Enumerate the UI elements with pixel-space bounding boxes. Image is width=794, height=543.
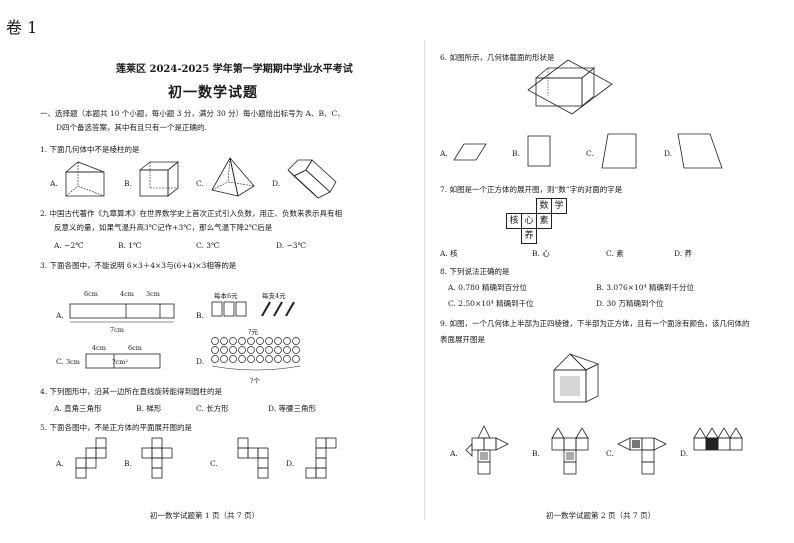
q3-option-b-label: B. [196,311,204,320]
q5-option-d-label: D. [286,459,295,468]
q7-option-b: B. 心 [532,249,550,258]
q2-option-d: D. −3℃ [276,241,306,250]
q9c-net-figure [617,437,667,475]
q3a-3cm: 3cm [146,290,160,298]
question-8: 8. 下列说法正确的是 [440,267,510,276]
q6b-rectangle [527,135,551,167]
q9d-net-figure [693,427,743,451]
q6c-trapezoid [601,133,637,169]
q5-option-a-label: A. [56,459,64,468]
q1-option-c-label: C. [196,179,204,188]
q8-option-c: C. 2.50×10⁴ 精确到千位 [448,299,534,308]
q6-option-a-label: A. [440,149,448,158]
exam-header: 莲莱区 2024-2025 学年第一学期期中学业水平考试 [116,64,353,75]
q2-option-a: A. −2℃ [54,241,84,250]
net-cell-xue: 学 [551,198,567,214]
q6-option-b-label: B. [512,149,520,158]
q7-option-c: C. 素 [606,249,624,258]
q9-option-d-label: D. [680,449,689,458]
page-1-footer: 初一数学试题第 1 页（共 7 页） [150,511,260,520]
q2-option-c: C. 3℃ [196,241,220,250]
question-9-line-1: 9. 如图，一个几何体上半部为正四棱锥，下半部为正方体，且有一个面涂有颜色，该几… [440,319,750,328]
q8-option-d: D. 30 万精确到个位 [596,299,664,308]
q3a-4cm: 4cm [120,290,134,298]
question-2-line-2: 反意义的量，如果气温升高3℃记作+3℃，那么气温下降2℃后是 [54,223,273,232]
q9-house-solid-figure [553,353,600,403]
question-2-line-1: 2. 中国古代著作《九章算术》在世界数学史上首次正式引入负数，用正、负数来表示具… [40,209,343,218]
net-cell-he: 核 [506,213,522,229]
q3d-circles-figure [211,337,301,371]
question-6: 6. 如图所示，几何体截面的形状是 [440,53,555,62]
q1-option-a-label: A. [50,179,58,188]
q4-option-b: B. 梯形 [136,404,162,413]
q3d-count: ?个 [250,377,260,385]
q3b-total: ?元 [248,328,258,336]
q8-option-b: B. 3.076×10⁴ 精确到千分位 [596,283,694,292]
q8-option-a: A. 0.780 精确到百分位 [448,283,528,292]
page-divider [424,40,425,520]
triangular-prism-figure [64,161,105,197]
q5c-net-figure [237,437,269,479]
q3b-books-pens-figure [211,301,295,317]
question-9-line-2: 表面展开图是 [440,335,485,344]
q9b-net-figure [551,427,589,475]
page-title: 初一数学试题 [168,85,258,101]
q7-option-d: D. 养 [674,249,693,258]
question-1: 1. 下面几何体中不是棱柱的是 [40,145,140,154]
q6-cut-solid-figure [527,59,613,115]
q4-option-c: C. 长方形 [196,404,229,413]
section-instructions-1: 一、选择题（本题共 10 个小题，每小题 3 分，满分 30 分）每小题给出标号… [40,109,345,118]
q3a-6cm: 6cm [84,290,98,298]
q2-option-b: B. 1℃ [118,241,142,250]
q1-option-b-label: B. [124,179,132,188]
q3b-price-book: 每本6元 [214,292,238,300]
q4-option-a: A. 直角三角形 [54,404,102,413]
net-cell-xin: 心 [521,213,537,229]
hexagonal-prism-figure [287,159,337,199]
q5a-net-figure [75,437,107,479]
q9-option-c-label: C. [606,449,614,458]
question-3: 3. 下面各图中，不能说明 6×3＋4×3与(6+4)×3相等的是 [40,261,237,270]
q5-option-b-label: B. [124,459,132,468]
q1-option-d-label: D. [272,179,281,188]
q5d-net-figure [305,437,337,479]
page-1: 莲莱区 2024-2025 学年第一学期期中学业水平考试 初一数学试题 一、选择… [40,64,353,520]
net-cell-yang: 养 [521,228,537,244]
q3c-6cm: 6cm [128,344,142,352]
cube-figure [138,161,180,197]
q6d-trapezoid [677,133,723,169]
q3c-area: ?cm² [112,358,128,366]
q6a-parallelogram [453,143,487,161]
q5b-net-figure [141,437,173,479]
q3a-7cm: 7cm [110,326,124,334]
q6-option-c-label: C. [586,149,594,158]
question-5: 5. 下面各图中，不是正方体的平面展开图的是 [40,423,193,432]
q3b-price-pen: 每支4元 [262,292,286,300]
q3c-rectangle-figure [85,353,161,369]
q3-option-c-label: C. [56,357,64,366]
q3a-rectangles-figure [69,303,175,323]
page-2-footer: 初一数学试题第 2 页（共 7 页） [546,511,656,520]
q7-option-a: A. 核 [440,249,458,258]
q9-option-b-label: B. [532,449,540,458]
q3c-4cm: 4cm [92,344,106,352]
q5-option-c-label: C. [210,459,218,468]
q3-option-d-label: D. [196,357,205,366]
question-4: 4. 下列图形中，沿其一边所在直线旋转能得到圆柱的是 [40,387,223,396]
q3c-3cm: 3cm [66,358,80,366]
q3-option-a-label: A. [56,311,64,320]
question-7: 7. 如图是一个正方体的展开图，则“数”字的对面的字是 [440,185,623,194]
page-2: 6. 如图所示，几何体截面的形状是 A. B. C. D. 7. 如图是一个正方… [420,0,794,543]
q4-option-d: D. 等腰三角形 [268,404,317,413]
net-cell-shu: 数 [536,198,552,214]
net-cell-su: 素 [536,213,552,229]
volume-label: 卷 1 [6,18,38,37]
section-instructions-2: D四个备选答案，其中有且只有一个是正确的. [56,123,207,132]
q9-option-a-label: A. [450,449,458,458]
q9a-net-figure [465,425,509,475]
q6-option-d-label: D. [664,149,673,158]
pyramid-figure [211,156,255,197]
